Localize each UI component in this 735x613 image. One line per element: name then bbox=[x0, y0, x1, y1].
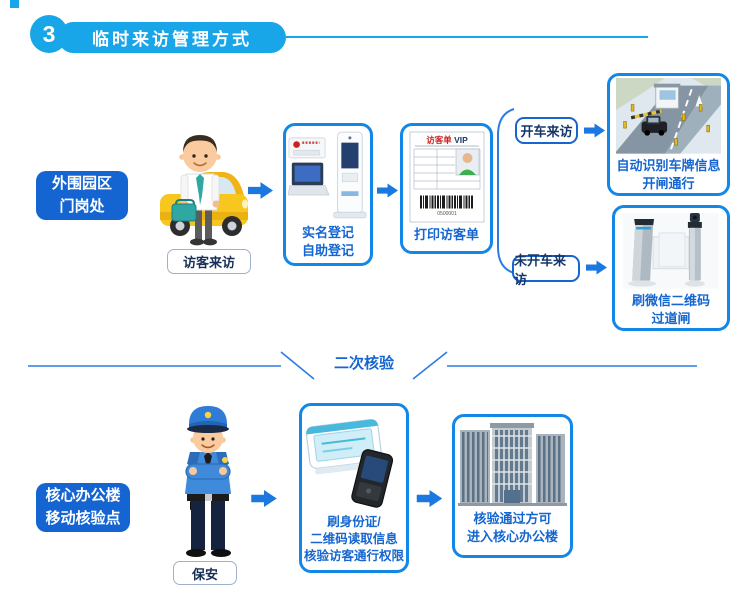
visitor-label-tag: 访客来访 bbox=[167, 249, 251, 274]
flow-arrow-icon bbox=[584, 123, 605, 138]
zone-label-core-office: 核心办公楼 移动核验点 bbox=[36, 483, 130, 532]
visitor-car-illustration bbox=[160, 135, 248, 246]
flow-arrow-icon bbox=[586, 260, 607, 275]
turnstile-illustration bbox=[623, 213, 719, 289]
device-caption: 刷身份证/ 二维码读取信息 核验访客通行权限 bbox=[303, 515, 404, 563]
parking-gate-illustration bbox=[616, 78, 721, 154]
secondary-verification-divider bbox=[28, 351, 697, 380]
zone-label-line: 外围园区 bbox=[51, 175, 112, 192]
parking-gate-panel: 自动识别车牌信息 开闸通行 bbox=[607, 73, 730, 196]
turnstile-panel: 刷微信二维码 过道闸 bbox=[612, 205, 730, 331]
title-underline bbox=[286, 36, 648, 38]
zone-label-line: 门岗处 bbox=[59, 197, 105, 215]
zone-label-line: 移动核验点 bbox=[45, 509, 121, 527]
branch-bracket bbox=[497, 108, 515, 274]
zone-label-perimeter-gate: 外围园区 门岗处 bbox=[36, 171, 128, 220]
handheld-verifier-panel: 刷身份证/ 二维码读取信息 核验访客通行权限 bbox=[299, 403, 409, 573]
flow-arrow-icon bbox=[377, 183, 398, 198]
visitor-pass-illustration: 访客单 VIP 0500001 bbox=[409, 131, 484, 223]
handheld-verifier-illustration bbox=[305, 418, 394, 508]
visitor-pass-panel: 访客单 VIP 0500001 打印访客单 bbox=[400, 123, 493, 254]
registration-kiosk-illustration bbox=[288, 131, 367, 219]
secondary-verification-label: 二次核验 bbox=[333, 355, 394, 372]
registration-kiosk-panel: 实名登记 自助登记 bbox=[283, 123, 373, 266]
corner-accent-square bbox=[10, 0, 19, 8]
turnstile-caption: 刷微信二维码 过道闸 bbox=[631, 292, 710, 326]
gate-caption: 自动识别车牌信息 开闸通行 bbox=[616, 157, 721, 191]
branch-by-car-tag: 开车来访 bbox=[515, 117, 578, 144]
flow-arrow-icon bbox=[248, 182, 273, 199]
zone-label-line: 核心办公楼 bbox=[45, 487, 121, 504]
office-building-panel: 核验通过方可 进入核心办公楼 bbox=[452, 414, 573, 558]
office-building-illustration bbox=[458, 423, 567, 506]
kiosk-caption: 实名登记 自助登记 bbox=[301, 225, 354, 259]
flow-arrow-icon bbox=[251, 490, 277, 507]
svg-text:访客单 VIP: 访客单 VIP bbox=[426, 135, 468, 145]
section-title: 临时来访管理方式 bbox=[58, 22, 286, 53]
building-caption: 核验通过方可 进入核心办公楼 bbox=[466, 511, 558, 545]
pass-caption: 打印访客单 bbox=[413, 227, 479, 242]
branch-no-car-tag: 未开车来访 bbox=[512, 253, 580, 287]
flow-arrow-icon bbox=[416, 490, 443, 507]
step-number-badge: 3 bbox=[30, 15, 68, 53]
guard-label-tag: 保安 bbox=[173, 561, 237, 585]
svg-text:0500001: 0500001 bbox=[437, 211, 457, 217]
security-guard-illustration bbox=[185, 406, 231, 557]
